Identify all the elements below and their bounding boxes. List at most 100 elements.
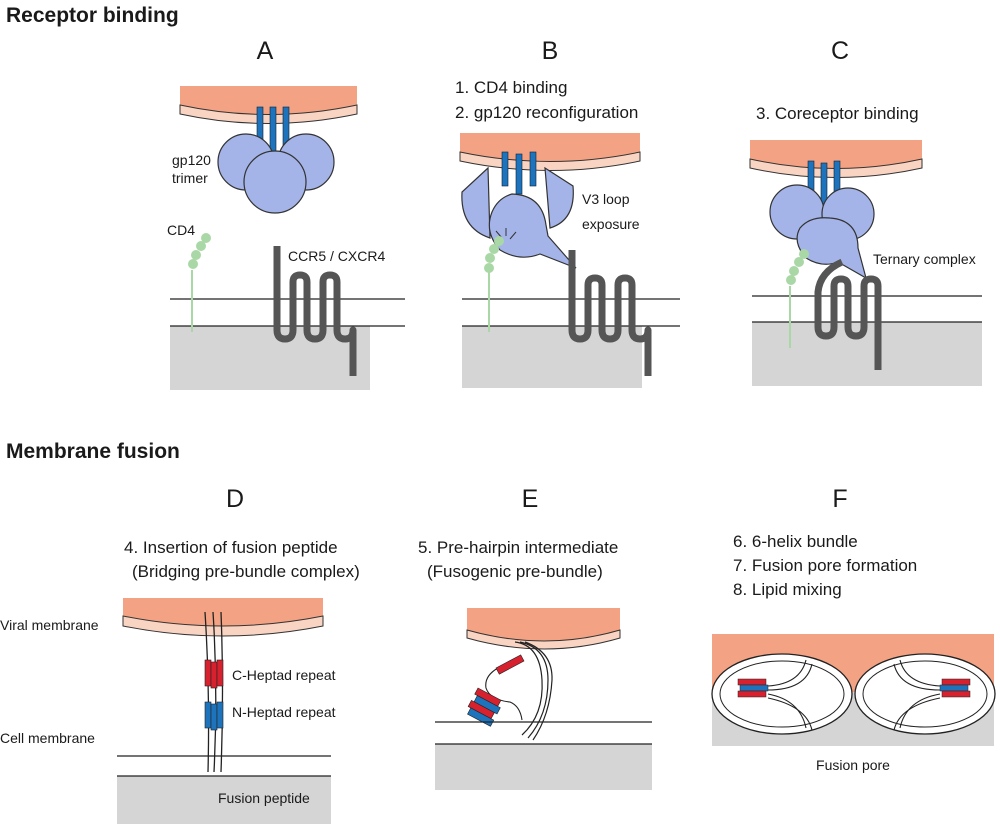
- cell-cytoplasm: [435, 744, 652, 790]
- gp41-strand: [519, 641, 549, 739]
- ccr5-coreceptor: [273, 246, 357, 376]
- step-7-text: 7. Fusion pore formation: [733, 556, 917, 575]
- gp41-stem: [529, 151, 537, 187]
- label-trimer: trimer: [172, 170, 208, 186]
- viral-membrane-rim: [749, 158, 923, 178]
- ccr5-coreceptor: [568, 250, 652, 376]
- c-heptad-helices: [495, 654, 525, 675]
- gp120-subunit: [461, 166, 491, 239]
- hairpin-helices: [467, 687, 502, 727]
- gp41-strand: [220, 611, 224, 773]
- label-fusion-peptide: Fusion peptide: [218, 790, 310, 806]
- label-exposure: exposure: [582, 216, 640, 232]
- viral-membrane: [180, 86, 357, 115]
- gp120-subunit-v3-loop: [488, 193, 577, 269]
- gp41-strand: [767, 697, 813, 731]
- step-4-subtext: (Bridging pre-bundle complex): [132, 562, 360, 581]
- cd4-domain: [799, 249, 809, 259]
- label-cell-membrane: Cell membrane: [0, 730, 95, 746]
- gp41-stem: [501, 151, 509, 187]
- c-heptad-helix: [737, 678, 767, 686]
- step-4-text: 4. Insertion of fusion peptide: [124, 538, 338, 557]
- gp41-strand: [899, 693, 941, 729]
- section-title-receptor-binding: Receptor binding: [6, 4, 179, 27]
- viral-membrane: [750, 140, 922, 169]
- panel-letter-c: C: [831, 37, 849, 65]
- n-heptad-helix: [939, 684, 969, 692]
- viral-membrane-rim: [122, 615, 324, 637]
- gp41-strand: [767, 693, 807, 729]
- panel-c: C 3. Coreceptor binding Ternary complex: [749, 37, 982, 386]
- gp41-strand: [899, 659, 941, 687]
- cd4-domain: [188, 259, 198, 269]
- viral-membrane: [123, 598, 323, 626]
- n-heptad-helix: [210, 703, 218, 731]
- panel-d: D 4. Insertion of fusion peptide (Bridgi…: [0, 485, 360, 824]
- panel-letter-e: E: [522, 485, 539, 513]
- cd4-domain: [484, 263, 494, 273]
- panel-f: F 6. 6-helix bundle 7. Fusion pore forma…: [711, 485, 996, 773]
- c-heptad-helix: [737, 690, 767, 698]
- gp120-subunit: [243, 150, 307, 214]
- label-n-heptad-repeat: N-Heptad repeat: [232, 704, 336, 720]
- panel-a: A gp120 trimer CD4 CCR5 / CXCR4: [167, 37, 405, 390]
- membrane-torus-right-inner: [862, 660, 988, 728]
- gp41-stem: [269, 106, 277, 152]
- c-heptad-helix: [216, 659, 224, 687]
- ccr5-coreceptor: [814, 258, 882, 370]
- gp41-stem: [515, 153, 523, 195]
- cd4-domain: [794, 257, 804, 267]
- panel-b: B 1. CD4 binding 2. gp120 reconfiguratio…: [455, 37, 680, 388]
- membrane-torus-left-inner: [719, 660, 845, 728]
- panel-e: E 5. Pre-hairpin intermediate (Fusogenic…: [418, 485, 652, 790]
- cd4-domain: [196, 241, 206, 251]
- cell-cytoplasm: [117, 776, 331, 824]
- cd4-domain: [191, 250, 201, 260]
- section-title-membrane-fusion: Membrane fusion: [6, 440, 180, 463]
- n-heptad-helix: [204, 701, 212, 729]
- panel-letter-b: B: [542, 37, 559, 65]
- c-heptad-helix: [495, 654, 525, 675]
- c-heptad-helix: [941, 690, 971, 698]
- cd4-domain: [789, 266, 799, 276]
- step-2-text: 2. gp120 reconfiguration: [455, 103, 638, 122]
- viral-membrane: [467, 608, 620, 641]
- panel-letter-f: F: [832, 485, 847, 513]
- step-8-text: 8. Lipid mixing: [733, 580, 842, 599]
- cd4-domain: [494, 236, 504, 246]
- c-heptad-helix: [204, 659, 212, 687]
- viral-membrane-rim: [179, 104, 358, 124]
- c-heptad-helix: [941, 678, 971, 686]
- viral-membrane-rim: [466, 629, 621, 650]
- gp41-strand: [893, 697, 941, 731]
- step-6-text: 6. 6-helix bundle: [733, 532, 858, 551]
- cd4-domain: [485, 253, 495, 263]
- label-v3-loop: V3 loop: [582, 191, 630, 207]
- cd4-domain: [786, 275, 796, 285]
- panel-letter-a: A: [257, 37, 274, 65]
- cd4-domain: [489, 244, 499, 254]
- gp41-strand: [893, 663, 941, 691]
- label-c-heptad-repeat: C-Heptad repeat: [232, 667, 336, 683]
- step-1-text: 1. CD4 binding: [455, 78, 567, 97]
- label-ternary-complex: Ternary complex: [873, 251, 976, 267]
- label-gp120: gp120: [172, 152, 211, 168]
- c-heptad-helix: [210, 661, 218, 689]
- cd4-domain: [201, 233, 211, 243]
- step-3-text: 3. Coreceptor binding: [756, 104, 919, 123]
- label-ccr5-cxcr4: CCR5 / CXCR4: [288, 248, 385, 264]
- gp41-strand: [204, 611, 210, 773]
- label-viral-membrane: Viral membrane: [0, 617, 99, 633]
- step-5-text: 5. Pre-hairpin intermediate: [418, 538, 618, 557]
- gp41-strand: [767, 663, 813, 691]
- panel-letter-d: D: [226, 485, 244, 513]
- n-heptad-helix: [739, 684, 769, 692]
- label-fusion-pore: Fusion pore: [816, 757, 890, 773]
- gp120-subunit: [544, 166, 574, 229]
- gp41-strand: [524, 641, 553, 741]
- step-5-subtext: (Fusogenic pre-bundle): [427, 562, 603, 581]
- gp41-strand: [767, 659, 807, 687]
- gp41-strand: [212, 611, 217, 773]
- label-cd4: CD4: [167, 222, 195, 238]
